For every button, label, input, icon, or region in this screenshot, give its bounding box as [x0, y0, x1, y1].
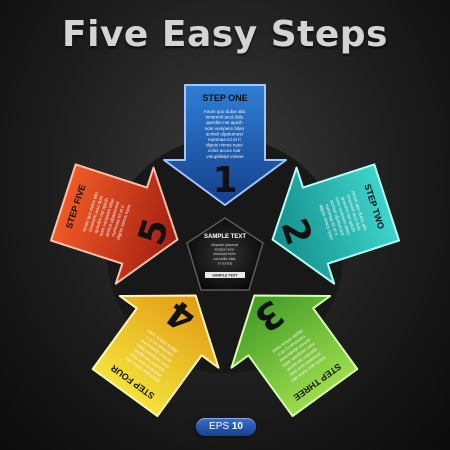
center-text: Aliquam placerat tempor nunc euismod eni…: [211, 243, 239, 265]
step-one-arrow: STEP ONE Anum quo dulce aliu innereml ac…: [163, 84, 287, 206]
center-bar-label: SAMPLE TEXT: [212, 274, 238, 278]
step-one-title: STEP ONE: [202, 93, 247, 103]
page-title: Five Easy Steps: [62, 14, 388, 55]
center-pentagon: SAMPLE TEXT Aliquam placerat tempor nunc…: [186, 217, 264, 291]
step-one-number: 1: [212, 160, 237, 201]
center-bar: [205, 272, 245, 278]
step-three-arrow: STEP THREE Anum quo dulce aliu innereml …: [230, 291, 359, 418]
eps-badge: EPS 10: [196, 418, 256, 436]
center-title: SAMPLE TEXT: [204, 234, 246, 240]
step-four-arrow: STEP FOUR Anum quo dulce aliu innereml a…: [91, 291, 220, 418]
step-one-text: Anum quo dulce aliu innereml acut dulu q…: [204, 109, 247, 159]
eps-badge-value: 10: [231, 421, 243, 432]
step-two-arrow: STEP TWO Anum quo dulce aliu innereml ac…: [271, 163, 401, 285]
step-five-arrow: STEP FIVE Anum quo dulce aliu innereml a…: [49, 163, 179, 285]
eps-badge-label: EPS: [209, 421, 230, 432]
step-three-text: Anum quo dulce aliu innereml acut dulu q…: [269, 327, 327, 384]
